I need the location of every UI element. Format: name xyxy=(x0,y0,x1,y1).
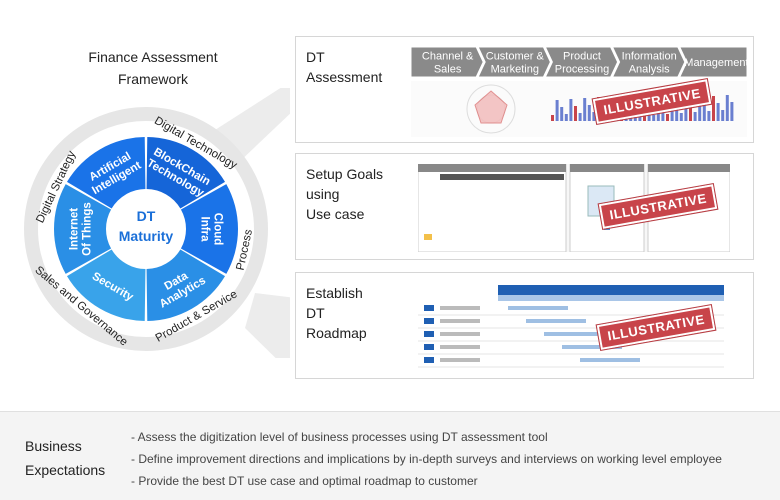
center-circle xyxy=(109,192,183,266)
segment-security xyxy=(66,249,146,321)
panel-title: DT Assessment xyxy=(306,49,383,85)
chevron-step xyxy=(477,47,551,77)
segment-data-analytics xyxy=(146,249,226,321)
segment-ring: BlockChainTechnologyCloudInfraDataAnalyt… xyxy=(53,137,239,321)
segment-label: CloudInfra xyxy=(199,213,224,246)
chevron-label: Customer &Marketing xyxy=(486,51,545,76)
segment-artificial-intelligent xyxy=(66,137,146,209)
roadmap-preview xyxy=(418,285,724,368)
panel-setup-goals: Setup Goals using Use case ILLUSTRATIVE xyxy=(295,153,754,260)
list-item: - Define improvement directions and impl… xyxy=(131,452,722,466)
list-item: - Provide the best DT use case and optim… xyxy=(131,474,478,488)
center-label-line1: DT xyxy=(137,208,156,224)
segment-cloud-infra xyxy=(180,184,239,274)
dt-maturity-wheel: BlockChainTechnologyCloudInfraDataAnalyt… xyxy=(24,88,290,358)
panel-title: Setup Goals using Use case xyxy=(306,166,384,222)
segment-internet-of-things xyxy=(53,184,112,274)
segment-label: InternetOf Things xyxy=(69,202,94,256)
list-item: - Assess the digitization level of busin… xyxy=(131,430,548,444)
framework-title: Finance Assessment Framework xyxy=(88,49,218,87)
connector-wedge-bottom xyxy=(245,293,290,358)
value-chain-chevrons: Channel &Sales Customer &Marketing Product… xyxy=(411,47,747,77)
chevron-step xyxy=(612,47,686,77)
chevron-step xyxy=(411,47,484,77)
panel-title: Establish DT Roadmap xyxy=(306,285,367,341)
panel-roadmap: Establish DT Roadmap ILLUSTRATIVE xyxy=(295,272,754,379)
expectations-list: - Assess the digitization level of busin… xyxy=(131,426,722,492)
expectations-label: Business Expectations xyxy=(25,438,106,478)
chevron-step xyxy=(679,47,747,77)
segment-blockchain-technology xyxy=(146,137,226,209)
chevron-step xyxy=(544,47,619,77)
chevron-label: Channel &Sales xyxy=(422,51,474,76)
center-label-line2: Maturity xyxy=(119,228,174,244)
chevron-label: Management xyxy=(684,57,747,69)
business-expectations: Business Expectations - Assess the digit… xyxy=(0,411,780,500)
panel-dt-assessment: DT Assessment Channel &Sales Customer &Ma… xyxy=(295,36,754,143)
